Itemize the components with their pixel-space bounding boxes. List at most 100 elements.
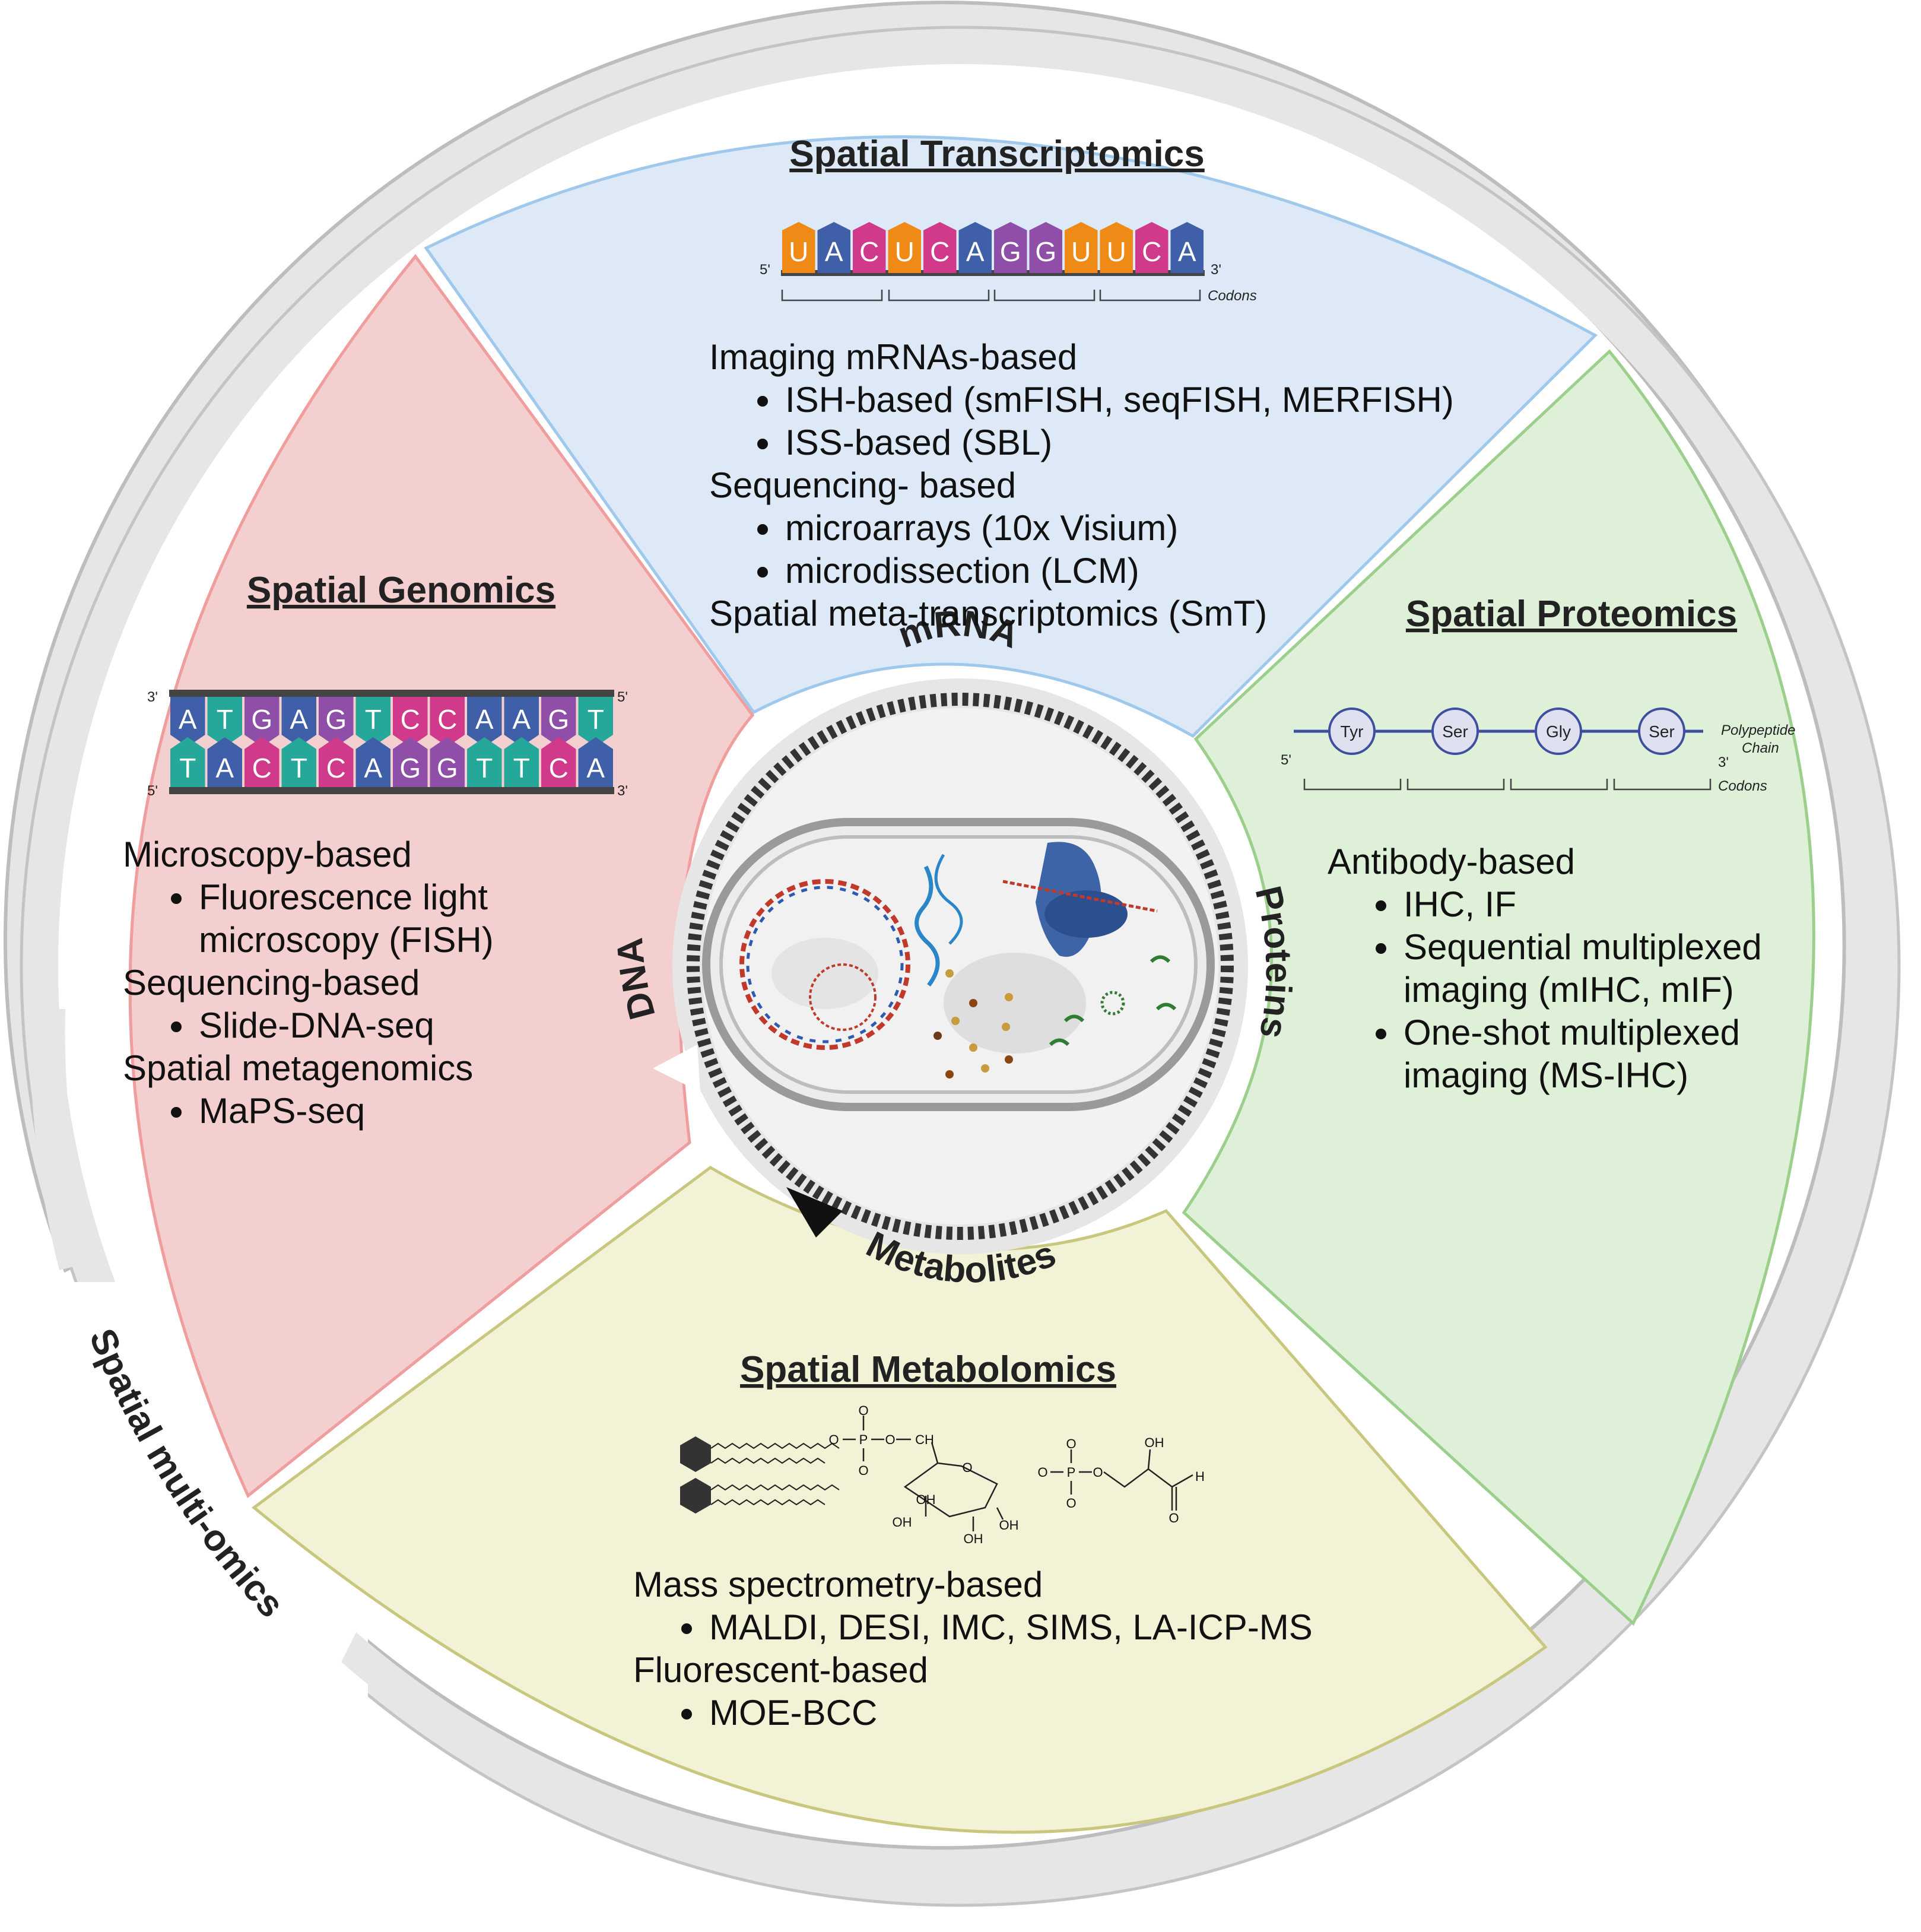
chem-o-minus-1: O — [828, 1432, 839, 1447]
method-item: MOE-BCC — [709, 1693, 877, 1733]
method-category: Mass spectrometry-based — [633, 1565, 1043, 1604]
glyceraldehyde-phosphate-structure-icon — [1050, 1449, 1193, 1511]
rna-nucleotide-letter: G — [1035, 236, 1056, 267]
dna-bottom-nucleotide-letter: T — [291, 753, 307, 783]
dna-top-nucleotide-block — [504, 697, 539, 747]
dna-bottom-nucleotide-block — [319, 737, 354, 787]
polypeptide-chain: Tyr Ser Gly Ser — [1294, 708, 1703, 755]
dna-top-right: 5' — [617, 689, 628, 705]
outer-ring-fill — [23, 28, 1898, 1904]
chem-p-1: P — [859, 1432, 868, 1447]
rna-three-prime: 3' — [1211, 262, 1221, 278]
rna-nucleotide-block — [923, 222, 957, 273]
method-item: microarrays (10x Visium) — [785, 508, 1178, 548]
amino-acid-3: Gly — [1546, 722, 1571, 741]
dna-top-nucleotide-block — [393, 697, 428, 747]
outer-ring-segment — [30, 1009, 95, 1270]
dna-top-nucleotide-letter: C — [437, 704, 457, 735]
dna-bottom-nucleotide-block — [541, 737, 576, 787]
rna-nucleotide-block — [1135, 222, 1169, 273]
dna-bottom-right: 3' — [617, 783, 628, 799]
dna-top-nucleotide-letter: A — [475, 704, 494, 735]
dna-bottom-nucleotide-block — [504, 737, 539, 787]
dna-top-left: 3' — [147, 689, 158, 705]
rna-nucleotide-block — [782, 222, 815, 273]
dna-bottom-nucleotide-block — [207, 737, 242, 787]
rna-nucleotide-letter: C — [859, 236, 879, 267]
metabolomics-title: Spatial Metabolomics — [740, 1349, 1116, 1390]
method-item: Sequential multiplexed — [1404, 927, 1762, 967]
bullet-point — [171, 1021, 182, 1032]
dna-top-nucleotide-letter: G — [325, 704, 347, 735]
bullet-point — [171, 893, 182, 904]
amino-acid-4: Ser — [1649, 722, 1675, 741]
method-category: Sequencing-based — [123, 963, 420, 1003]
bullet-point — [1376, 1029, 1386, 1039]
chem-o-minus-4: O — [1066, 1496, 1076, 1511]
dna-bottom-nucleotide-letter: C — [252, 753, 272, 783]
proteomics-panel — [1182, 349, 1815, 1626]
rna-nucleotide-block — [994, 222, 1027, 273]
dna-bottom-nucleotide-letter: T — [513, 753, 530, 783]
method-category: Spatial metagenomics — [123, 1048, 473, 1088]
method-item: ISS-based (SBL) — [785, 423, 1052, 462]
method-item: One-shot multiplexed — [1404, 1013, 1740, 1052]
dna-top-nucleotide-letter: A — [290, 704, 308, 735]
amino-acid-1: Tyr — [1341, 722, 1364, 741]
protein-codon-brackets — [1303, 779, 1712, 791]
chem-oh-5: OH — [1145, 1435, 1164, 1450]
dna-bottom-nucleotide-block — [245, 737, 280, 787]
dna-bottom-nucleotide-letter: C — [549, 753, 569, 783]
protein-three-prime: 3' — [1718, 754, 1729, 770]
bullet-point — [757, 439, 768, 449]
rna-codon-brackets — [781, 290, 1201, 302]
dna-top-nucleotide-letter: A — [179, 704, 197, 735]
chem-o-bridge-1: O — [885, 1432, 895, 1447]
dna-top-nucleotide-block — [207, 697, 242, 747]
bullet-point — [681, 1709, 692, 1720]
rna-nucleotide-block — [853, 222, 886, 273]
dna-top-nucleotide-letter: T — [217, 704, 233, 735]
rna-five-prime: 5' — [760, 262, 770, 278]
dna-bottom-nucleotide-block — [430, 737, 465, 787]
rna-nucleotide-block — [1029, 222, 1062, 273]
chem-p-2: P — [1067, 1465, 1076, 1480]
dna-bottom-nucleotide-letter: C — [326, 753, 346, 783]
dna-bottom-nucleotide-letter: A — [215, 753, 234, 783]
rna-nucleotide-letter: U — [1107, 236, 1126, 267]
dna-top-nucleotide-block — [467, 697, 502, 747]
method-category: microscopy (FISH) — [199, 920, 494, 960]
chem-o-minus-2: O — [858, 1463, 868, 1478]
rna-codons-label: Codons — [1208, 288, 1257, 304]
method-category: Fluorescent-based — [633, 1650, 928, 1690]
polypeptide-label: Polypeptide — [1721, 722, 1795, 738]
method-item: IHC, IF — [1404, 884, 1516, 924]
dna-bottom-nucleotide-letter: T — [476, 753, 493, 783]
dna-top-nucleotide-letter: T — [365, 704, 382, 735]
outer-ring-segment-bottom — [341, 1632, 605, 1819]
dna-top-nucleotide-block — [430, 697, 465, 747]
bullet-point — [757, 524, 768, 535]
method-item: microdissection (LCM) — [785, 551, 1139, 591]
protein-codons-label: Codons — [1718, 778, 1767, 794]
rna-nucleotide-block — [817, 222, 850, 273]
rna-nucleotide-block — [1100, 222, 1133, 273]
bullet-point — [1376, 943, 1386, 954]
dna-top-nucleotide-block — [578, 697, 613, 747]
dna-bottom-nucleotide-block — [467, 737, 502, 787]
dna-bottom-nucleotide-block — [393, 737, 428, 787]
dna-bottom-nucleotide-letter: T — [179, 753, 196, 783]
sugar-phosphate-structure-icon — [843, 1416, 1004, 1531]
chem-o-aldehyde: O — [1169, 1511, 1179, 1525]
dna-top-nucleotide-letter: G — [251, 704, 272, 735]
chem-o-top-2: O — [1066, 1436, 1076, 1451]
chem-ch2: CH — [915, 1432, 934, 1447]
dna-top-nucleotide-block — [541, 697, 576, 747]
dna-bottom-nucleotide-block — [281, 737, 316, 787]
chem-o-bridge-2: O — [1093, 1465, 1103, 1480]
dna-bottom-nucleotide-block — [170, 737, 205, 787]
